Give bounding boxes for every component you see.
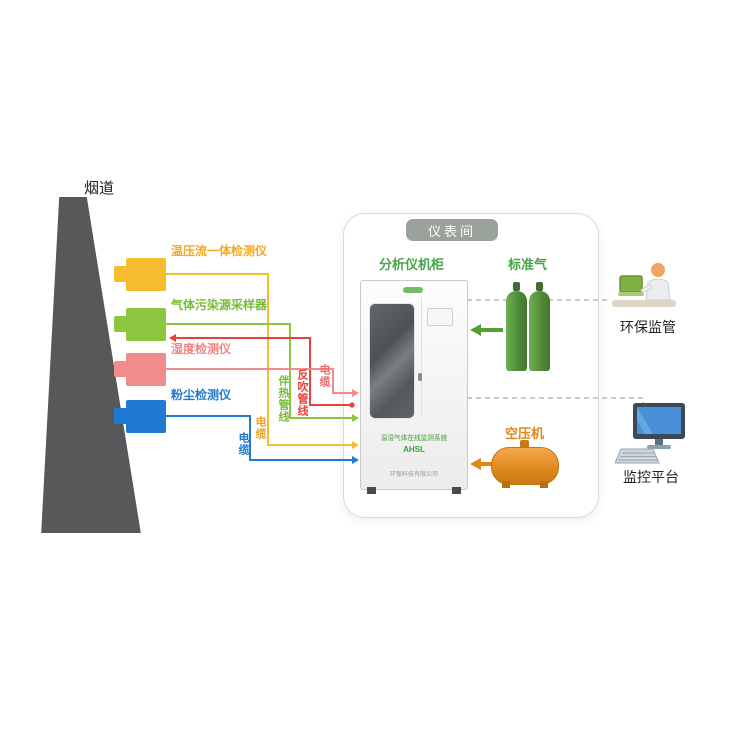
cabinet-keyhole [418, 373, 422, 381]
sensor-dust-label: 粉尘检测仪 [171, 388, 232, 402]
cable-arrow-dust [352, 456, 359, 464]
heated-sampling-line [166, 323, 352, 419]
instrument-room-tab: 仪表间 [406, 219, 498, 241]
cabinet-model: AHSL [403, 445, 425, 454]
sensor-temp-pressure-flow [114, 258, 166, 291]
monitor-stand [655, 439, 663, 445]
cabinet-foot-right [452, 487, 461, 494]
compressor-label: 空压机 [505, 426, 545, 441]
cabinet-window [369, 303, 415, 419]
cable-line-humidity [166, 368, 352, 394]
person-head [651, 263, 665, 277]
cable-line-temp-pressure-flow [166, 273, 352, 446]
monitor-base [647, 445, 671, 449]
standard-gas-arrow [470, 324, 481, 336]
humidity-cable-label: 电缆 [318, 364, 330, 388]
flue-label: 烟道 [84, 180, 115, 197]
cabinet-display [427, 308, 453, 326]
cable-arrow-temp [352, 441, 359, 449]
sensor-dust [114, 400, 166, 433]
backpurge-line-label: 反吹管线 [296, 369, 308, 417]
instrument-room-title: 仪表间 [427, 223, 476, 239]
sensor-gas-sampler [114, 308, 166, 341]
cable-arrow-humidity [352, 389, 359, 397]
cabinet-company-text: 环保科技有限公司 [389, 472, 438, 478]
analyzer-cabinet-label: 分析仪机柜 [379, 257, 445, 272]
backpurge-arrow [169, 334, 176, 342]
monitor-platform-label: 监控平台 [623, 469, 679, 485]
analyzer-cabinet: 温湿气体在线监测系统 AHSL 环保科技有限公司 [360, 280, 468, 494]
cable-line-dust [166, 415, 352, 461]
backpurge-cabinet-node [349, 402, 355, 408]
gas-cylinder-1 [506, 282, 527, 371]
heated-line-label: 伴热管线 [277, 375, 289, 423]
dust-cable-label: 电缆 [237, 432, 249, 456]
cabinet-logo [403, 287, 423, 293]
heated-line-arrow [352, 414, 359, 422]
compressor-valve [520, 440, 529, 449]
cabinet-foot-left [367, 487, 376, 494]
green-screen-icon [619, 275, 643, 293]
screen-shine [637, 407, 653, 434]
cabinet-door-seam [421, 297, 422, 417]
compressor-tank [491, 447, 559, 485]
standard-gas-label: 标准气 [508, 257, 548, 272]
sensor-humidity-label: 湿度检测仪 [171, 342, 232, 356]
keyboard-deck [618, 292, 644, 296]
cabinet-front-text: 温湿气体在线监测系统 AHSL [361, 433, 467, 454]
gas-cylinder-2 [529, 282, 550, 371]
desk [612, 300, 676, 307]
sensor-humidity [114, 353, 166, 386]
compressor-leg-left [502, 481, 510, 488]
env-supervision-label: 环保监管 [620, 319, 676, 335]
backpurge-line [176, 337, 352, 406]
cabinet-system-name: 温湿气体在线监测系统 [380, 435, 448, 442]
person-arm [640, 283, 653, 294]
env-supervision-icon [610, 256, 686, 314]
monitor-platform-icon [614, 403, 687, 465]
compressor-arrow [470, 458, 481, 470]
compressor-leg-right [540, 481, 548, 488]
temp-cable-label: 电缆 [254, 416, 266, 440]
sensor-gas-sampler-label: 气体污染源采样器 [171, 298, 268, 312]
sensor-temp-pressure-flow-label: 温压流一体检测仪 [171, 244, 268, 258]
person-body [645, 278, 671, 301]
